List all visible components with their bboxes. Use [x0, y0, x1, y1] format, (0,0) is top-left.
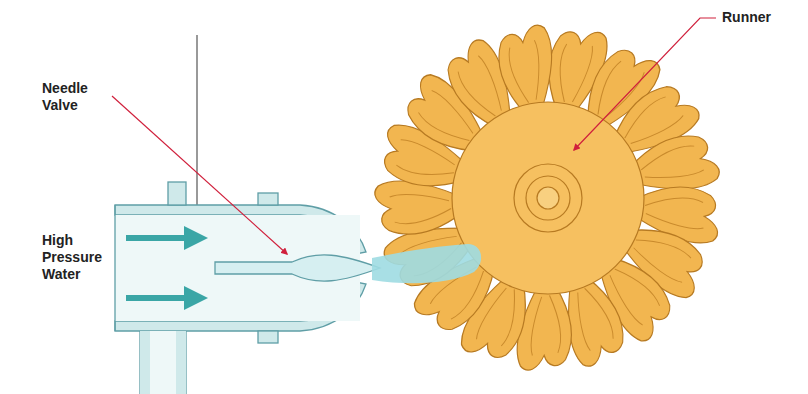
part-label: Needle Valve [42, 80, 104, 114]
spindle-rod [196, 35, 197, 212]
bucket-edge [586, 60, 646, 120]
bucket-edge [508, 38, 545, 107]
bucket-edge [396, 138, 455, 185]
flow-arrow [126, 235, 196, 241]
leader-line [112, 96, 287, 254]
part-label: Runner [722, 9, 802, 26]
bucket-edge [644, 193, 706, 230]
leader-line [574, 18, 716, 150]
runner-disc [452, 102, 644, 294]
runner-wheel [371, 20, 725, 373]
runner-bucket [371, 177, 466, 235]
bucket-edge [456, 53, 508, 124]
part-label: High Pressure Water [42, 232, 114, 283]
water-jet [372, 244, 481, 283]
nozzle-pipe [115, 182, 366, 394]
runner-disc [526, 176, 570, 220]
bucket-edge [474, 286, 526, 346]
bucket-edge [636, 144, 707, 186]
bucket-edge [387, 192, 454, 225]
needle-spear [215, 255, 380, 281]
bucket-edge [570, 282, 616, 354]
flow-arrow [126, 295, 196, 301]
runner-disc [537, 187, 559, 209]
bucket-edge [417, 88, 477, 152]
bucket-edge [631, 228, 692, 285]
bucket-edge [531, 293, 562, 358]
runner-disc [514, 164, 582, 232]
bucket-edge [552, 44, 594, 102]
